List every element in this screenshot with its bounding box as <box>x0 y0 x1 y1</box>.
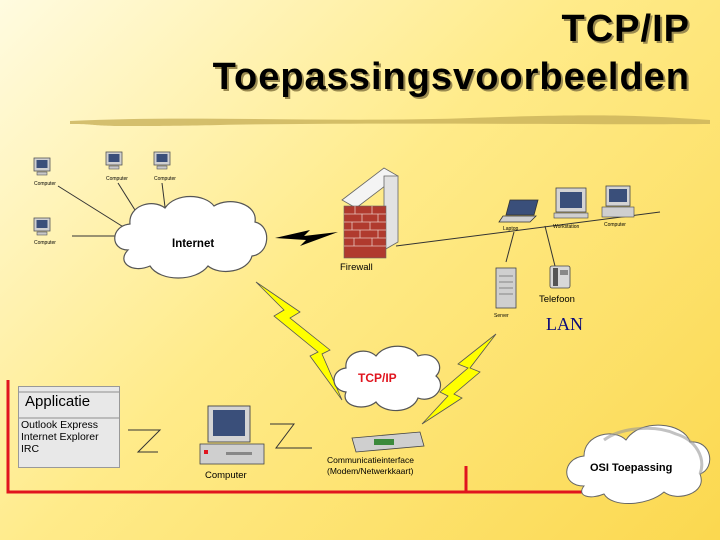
title-underline-brush <box>70 115 710 126</box>
red-bracket-line <box>6 380 610 494</box>
workstation-icon: Workstation <box>553 187 589 230</box>
svg-text:(Modem/Netwerkkaart): (Modem/Netwerkkaart) <box>327 466 414 476</box>
communication-interface-icon: Communicatieinterface (Modem/Netwerkkaar… <box>327 431 425 476</box>
internet-firewall-link <box>275 230 338 246</box>
remote-computer: Computer <box>105 151 128 182</box>
firewall-icon: Firewall <box>340 167 399 273</box>
application-item: Outlook Express <box>21 419 99 431</box>
svg-text:Computer: Computer <box>34 240 56 246</box>
tcpip-cloud: TCP/IP <box>333 345 442 412</box>
svg-text:Laptop: Laptop <box>503 226 519 232</box>
lightning-right <box>421 333 497 425</box>
server-icon: Server <box>494 267 517 319</box>
svg-text:Telefoon: Telefoon <box>539 294 575 305</box>
svg-text:OSI Toepassing: OSI Toepassing <box>590 462 672 474</box>
application-item: IRC <box>21 443 40 455</box>
svg-text:Server: Server <box>494 313 509 319</box>
remote-computer: Computer <box>33 157 56 187</box>
osi-cloud: OSI Toepassing <box>566 424 711 505</box>
application-item: Internet Explorer <box>21 431 99 443</box>
internet-cloud: Internet <box>114 195 268 279</box>
lan-label: LAN <box>546 314 583 334</box>
svg-text:Firewall: Firewall <box>340 262 373 273</box>
svg-text:Computer: Computer <box>106 176 128 182</box>
svg-text:Communicatieinterface: Communicatieinterface <box>327 455 414 465</box>
application-panel: Applicatie Outlook Express Internet Expl… <box>18 386 120 468</box>
application-title: Applicatie <box>23 393 93 410</box>
svg-text:Computer: Computer <box>154 176 176 182</box>
remote-computer: Computer <box>33 217 56 246</box>
svg-text:Internet: Internet <box>172 238 214 250</box>
laptop-icon: Laptop <box>498 199 539 232</box>
svg-text:Computer: Computer <box>604 222 626 228</box>
remote-computer: Computer <box>153 151 176 182</box>
lan-backbone <box>395 211 661 247</box>
local-computer-icon: Computer <box>199 405 265 481</box>
lightning-left <box>255 281 343 401</box>
svg-text:TCP/IP: TCP/IP <box>358 371 397 385</box>
application-list: Outlook Express Internet Explorer IRC <box>21 419 99 455</box>
svg-text:Computer: Computer <box>34 181 56 187</box>
lan-computer-icon: Computer <box>601 185 635 228</box>
title-line-1: TCP/IP <box>561 8 690 50</box>
telephone-icon: Telefoon <box>539 265 575 305</box>
svg-text:Computer: Computer <box>205 470 247 481</box>
svg-text:Workstation: Workstation <box>553 224 580 230</box>
title-line-2: Toepassingsvoorbeelden <box>212 56 690 98</box>
